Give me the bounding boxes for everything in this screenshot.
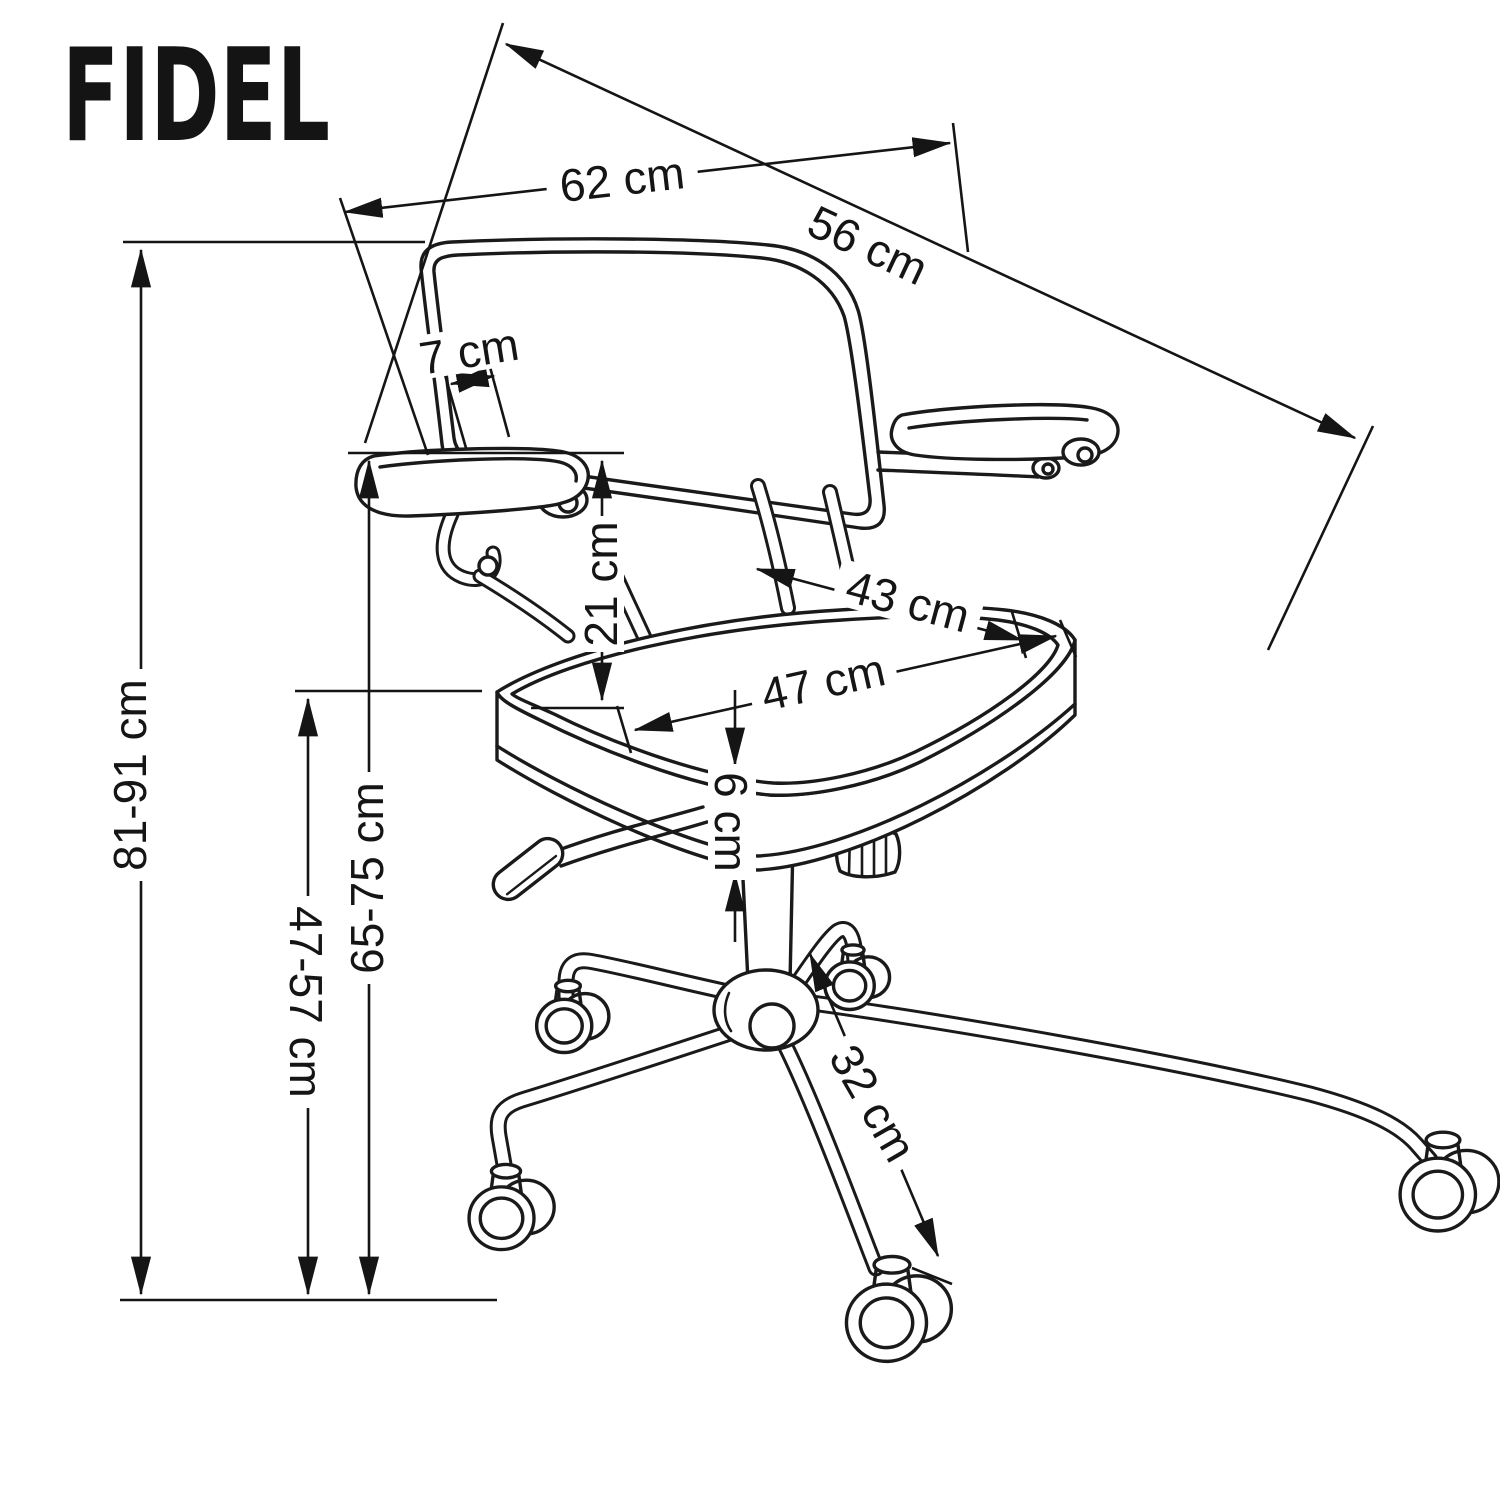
dimension-label: 21 cm: [575, 521, 627, 646]
dimension-armrest-to-seat: 21 cm: [531, 459, 627, 710]
extension-line: [338, 197, 430, 456]
dimension-label: 81-91 cm: [104, 679, 156, 871]
lever-rod: [554, 805, 705, 853]
extension-line: [911, 1266, 953, 1286]
dimension-armrest-height: 65-75 cm: [341, 451, 624, 1296]
dimension-label: 6 cm: [705, 772, 757, 872]
base-leg: [557, 952, 746, 1005]
chair-drawing: [354, 237, 1500, 1364]
dimension-label: 65-75 cm: [341, 782, 393, 974]
extension-line: [1266, 425, 1375, 651]
base-leg: [785, 921, 864, 997]
base-legs: [489, 921, 1439, 1277]
right-armrest: [876, 403, 1120, 480]
extension-line: [363, 22, 505, 444]
caster: [467, 1162, 556, 1252]
dimension-line: [449, 367, 496, 393]
left-armrest-pad: [354, 446, 590, 518]
caster: [844, 1254, 954, 1364]
caster: [1398, 1130, 1500, 1233]
lever-handle: [491, 836, 565, 902]
caster: [823, 943, 892, 1012]
hub-boss: [748, 1002, 796, 1050]
left-armrest-bolt: [477, 555, 499, 577]
dimension-seat-thickness: 6 cm: [705, 690, 757, 942]
extension-line: [615, 705, 633, 754]
base-hub: [712, 968, 820, 1052]
dimension-label: 62 cm: [557, 146, 687, 212]
dimension-annotations: 81-91 cm 65-75 cm 47-57 cm: [104, 22, 1375, 1302]
left-armrest-pad-seam: [378, 457, 578, 483]
dimension-seat-height: 47-57 cm: [280, 689, 482, 1296]
left-armrest: [354, 446, 590, 644]
dimension-label: 47-57 cm: [280, 906, 332, 1098]
extension-line: [441, 367, 468, 449]
product-title: FIDEL: [62, 22, 330, 171]
caster: [534, 978, 611, 1055]
right-armrest-support-bottom: [876, 468, 1040, 479]
extension-line: [1058, 619, 1078, 658]
extension-line: [951, 122, 970, 253]
dimension-overall-height: 81-91 cm: [104, 240, 497, 1302]
seat-side-seam: [495, 702, 1077, 858]
height-lever: [491, 805, 709, 902]
dimension-base-reach: 32 cm: [808, 952, 953, 1286]
dimension-line: [504, 42, 1357, 440]
base-leg: [489, 1021, 748, 1179]
